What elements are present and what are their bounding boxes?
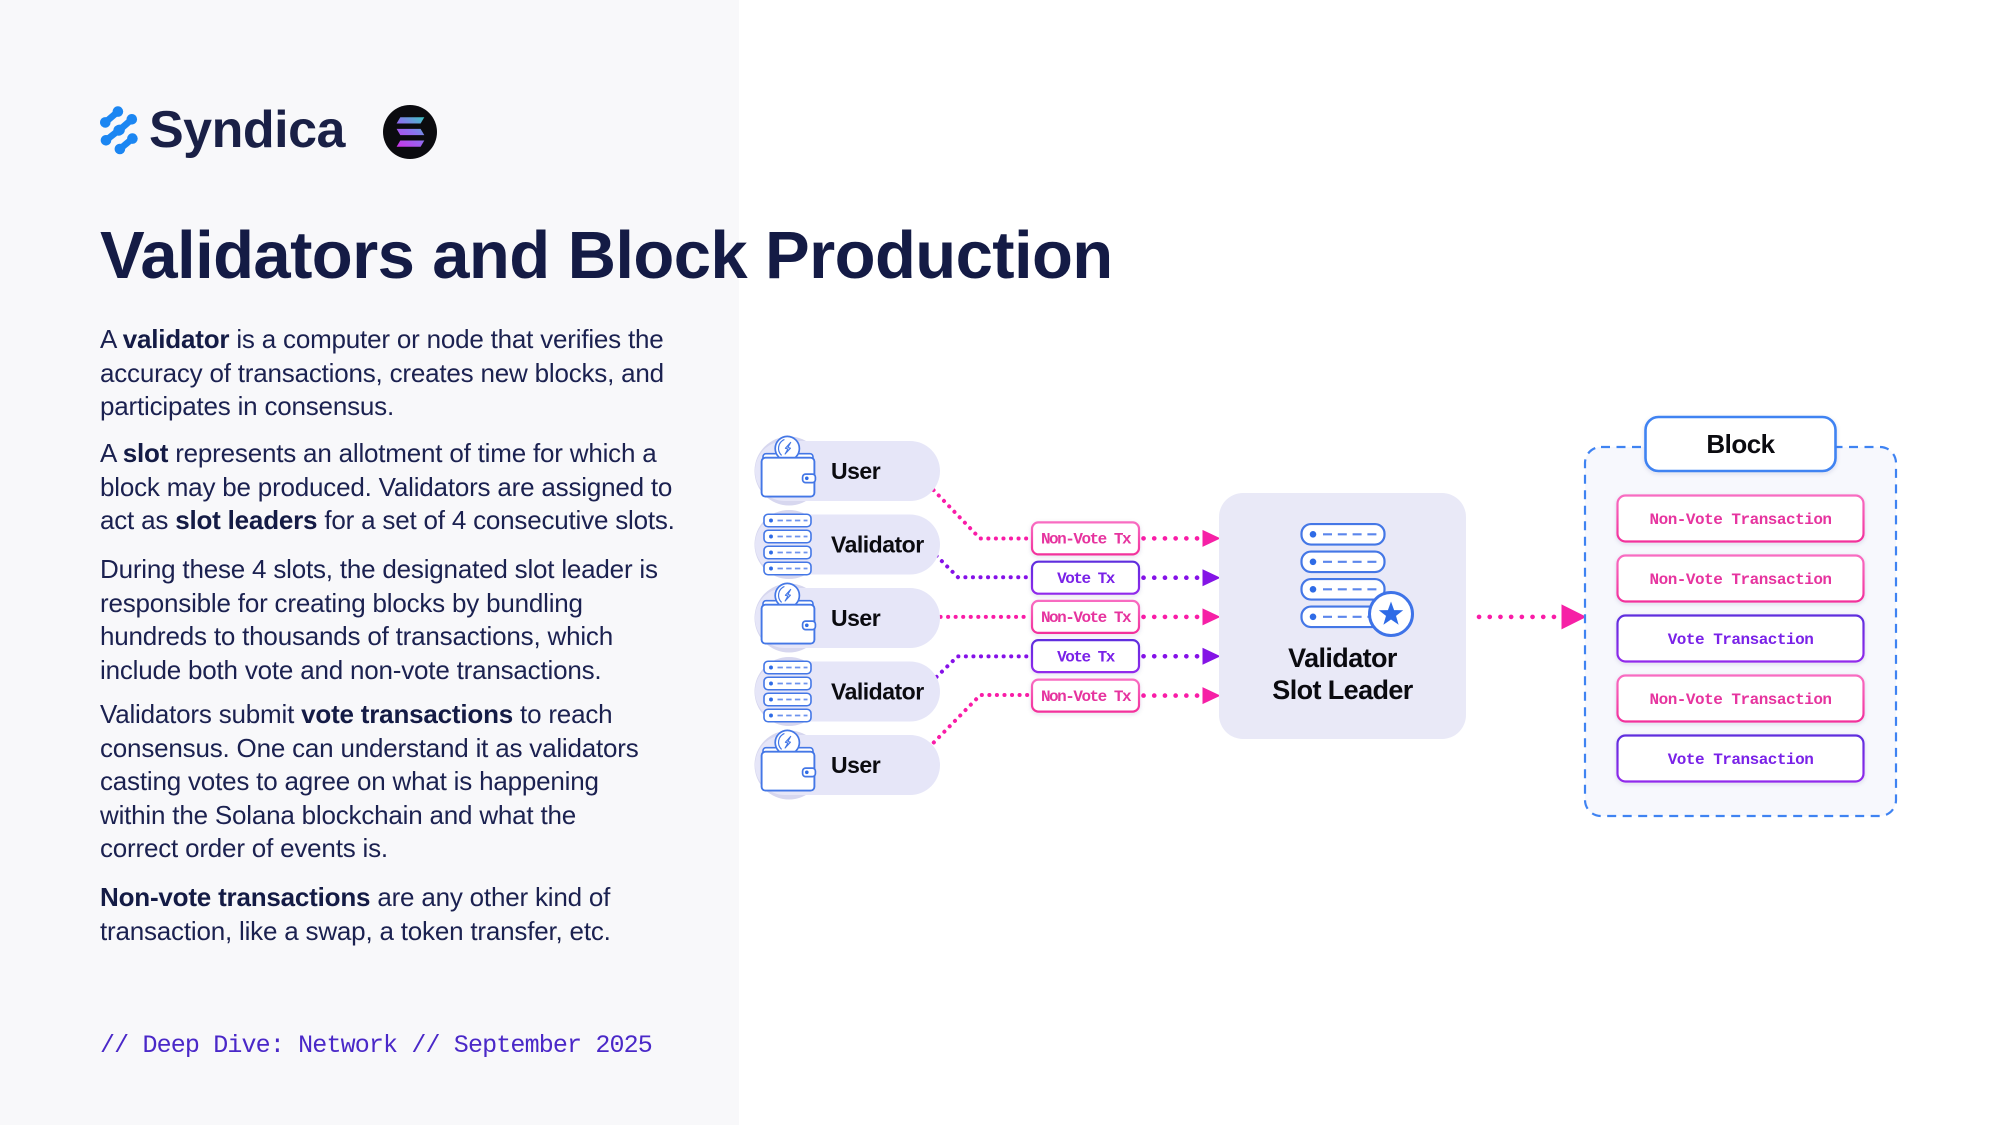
svg-text:Non-Vote Tx: Non-Vote Tx	[1041, 688, 1132, 706]
svg-text:Non-Vote Transaction: Non-Vote Transaction	[1649, 511, 1831, 529]
svg-text:Vote Transaction: Vote Transaction	[1668, 631, 1814, 649]
svg-text:Validator: Validator	[831, 532, 924, 558]
svg-text:Non-Vote Tx: Non-Vote Tx	[1041, 609, 1132, 627]
svg-text:Vote Tx: Vote Tx	[1057, 649, 1116, 667]
svg-text:Non-Vote Tx: Non-Vote Tx	[1041, 531, 1132, 549]
svg-text:User: User	[831, 605, 881, 631]
svg-text:Block: Block	[1706, 429, 1775, 459]
svg-text:Non-Vote Transaction: Non-Vote Transaction	[1649, 571, 1831, 589]
svg-text:Validator: Validator	[831, 679, 924, 705]
svg-text:Vote Transaction: Vote Transaction	[1668, 751, 1814, 769]
svg-text:Non-Vote Transaction: Non-Vote Transaction	[1649, 691, 1831, 709]
svg-text:User: User	[831, 752, 881, 778]
svg-text:User: User	[831, 458, 881, 484]
svg-text:Validator: Validator	[1288, 643, 1398, 673]
svg-text:Slot Leader: Slot Leader	[1272, 675, 1414, 705]
svg-text:Vote Tx: Vote Tx	[1057, 570, 1116, 588]
